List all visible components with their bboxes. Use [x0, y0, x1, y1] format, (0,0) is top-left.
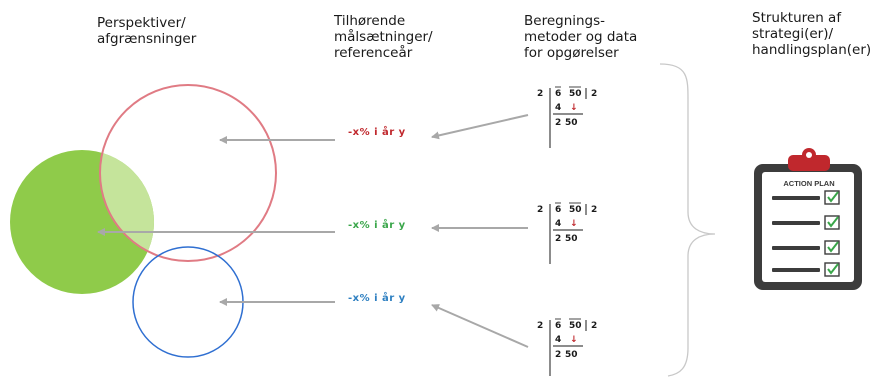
arrow-method-3-to-target-3 [431, 304, 529, 348]
heading-perspectives: Perspektiver/ afgrænsninger [97, 15, 197, 47]
heading-targets: Tilhørende målsætninger/ referenceår [334, 13, 433, 61]
down-arrow-icon: ↓ [570, 219, 578, 229]
division-dividend-a: 6 [555, 89, 561, 99]
division-dividend-a: 6 [555, 321, 561, 331]
action-plan-row-1 [772, 190, 840, 205]
division-subtract: 4 [555, 335, 561, 345]
heading-methods: Beregnings- metoder og data for opgørels… [524, 13, 638, 61]
division-remainder-b: 50 [565, 350, 578, 360]
division-divisor: 2 [537, 89, 543, 99]
heading-structure: Strukturen af strategi(er)/ handlingspla… [752, 10, 872, 58]
division-quotient: 2 [591, 321, 597, 331]
division-subtract: 4 [555, 103, 561, 113]
red-perspective-circle [99, 84, 277, 262]
down-arrow-icon: ↓ [570, 335, 578, 345]
arrow-method-1-to-target-1 [431, 114, 529, 140]
division-quotient: 2 [591, 89, 597, 99]
action-plan-row-2 [772, 215, 840, 230]
division-quotient: 2 [591, 205, 597, 215]
division-remainder-a: 2 [555, 118, 561, 128]
division-remainder-a: 2 [555, 350, 561, 360]
target-label-blue: -x% i år y [348, 293, 406, 304]
long-division-3: 2 6 50 2 4 ↓ 2 50 [537, 318, 597, 376]
long-division-2: 2 6 50 2 4 ↓ 2 50 [537, 202, 597, 264]
action-plan-row-3 [772, 240, 840, 255]
division-remainder-a: 2 [555, 234, 561, 244]
division-remainder-b: 50 [565, 234, 578, 244]
division-remainder-b: 50 [565, 118, 578, 128]
division-dividend-b: 50 [569, 321, 582, 331]
action-plan-title: ACTION PLAN [783, 179, 834, 188]
long-division-1: 2 6 50 2 4 ↓ 2 50 [537, 86, 597, 148]
division-dividend-b: 50 [569, 89, 582, 99]
division-dividend-a: 6 [555, 205, 561, 215]
curly-brace [659, 63, 716, 377]
action-plan-clipboard-icon: ACTION PLAN [754, 148, 862, 290]
division-divisor: 2 [537, 321, 543, 331]
target-label-green: -x% i år y [348, 220, 406, 231]
action-plan-row-4 [772, 262, 840, 277]
down-arrow-icon: ↓ [570, 103, 578, 113]
division-divisor: 2 [537, 205, 543, 215]
division-subtract: 4 [555, 219, 561, 229]
target-label-red: -x% i år y [348, 127, 406, 138]
division-dividend-b: 50 [569, 205, 582, 215]
